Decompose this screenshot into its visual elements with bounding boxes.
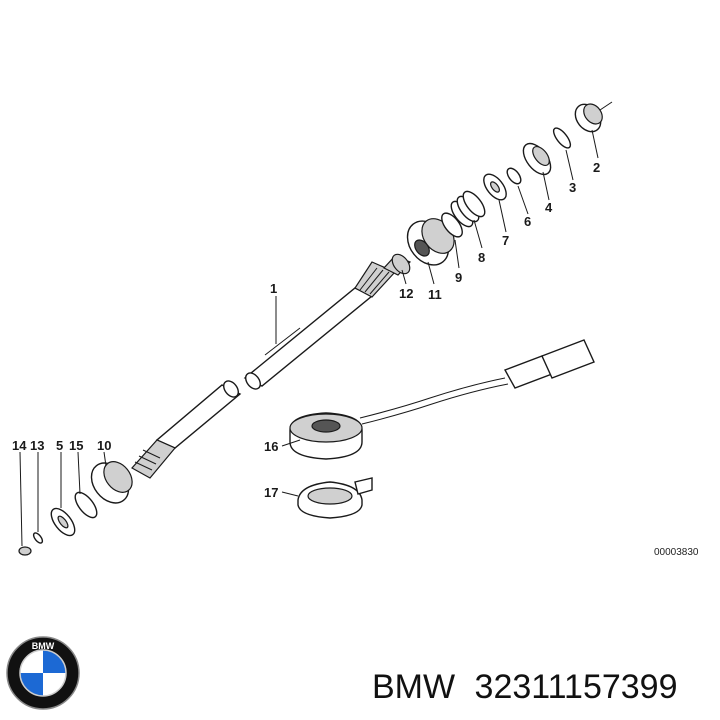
part-6-circlip (506, 167, 522, 185)
part-2-nut (574, 101, 613, 133)
callout-4: 4 (545, 200, 553, 215)
part-13-clip (32, 532, 44, 544)
callout-8: 8 (478, 250, 485, 265)
part-number: 32311157399 (475, 668, 678, 706)
steering-shaft-lower (131, 380, 242, 479)
brand-caption: BMW 32311157399 (372, 668, 678, 706)
part-15-ring (74, 491, 98, 519)
callout-15: 15 (69, 438, 83, 453)
callout-1: 1 (270, 281, 277, 296)
part-5-washer (50, 507, 76, 537)
steering-shaft-upper (243, 287, 374, 390)
logo-lettering: BMW (32, 641, 55, 651)
callout-12: 12 (399, 286, 413, 301)
part-14-cap (18, 546, 32, 556)
part-9-ring (441, 212, 463, 238)
bmw-logo: BMW (6, 636, 80, 710)
callout-10: 10 (97, 438, 111, 453)
callout-16: 16 (264, 439, 278, 454)
callout-9: 9 (455, 270, 462, 285)
part-4-bearing (522, 142, 552, 176)
part-8-spring (450, 190, 486, 228)
callout-6: 6 (524, 214, 531, 229)
part-3-spring-clip (552, 127, 572, 149)
part-7-washer (483, 173, 507, 201)
callout-14: 14 (12, 438, 27, 453)
part-11-bearing-housing (406, 218, 455, 266)
diagram-reference-code: 00003830 (654, 547, 699, 558)
part-17-contact-ring (297, 477, 373, 519)
part-12-bearing-sleeve (391, 253, 411, 275)
callout-13: 13 (30, 438, 44, 453)
callout-labels: 1 2 3 4 6 7 8 9 11 12 14 13 5 15 10 16 1… (12, 160, 600, 500)
leader-lines (19, 129, 599, 547)
part-16-slip-ring-assembly (289, 339, 595, 460)
callout-2: 2 (593, 160, 600, 175)
callout-5: 5 (56, 438, 63, 453)
callout-3: 3 (569, 180, 576, 195)
callout-17: 17 (264, 485, 278, 500)
brand-name: BMW (372, 668, 455, 706)
part-10-bearing-housing (90, 461, 133, 504)
callout-7: 7 (502, 233, 509, 248)
callout-11: 11 (428, 287, 442, 302)
